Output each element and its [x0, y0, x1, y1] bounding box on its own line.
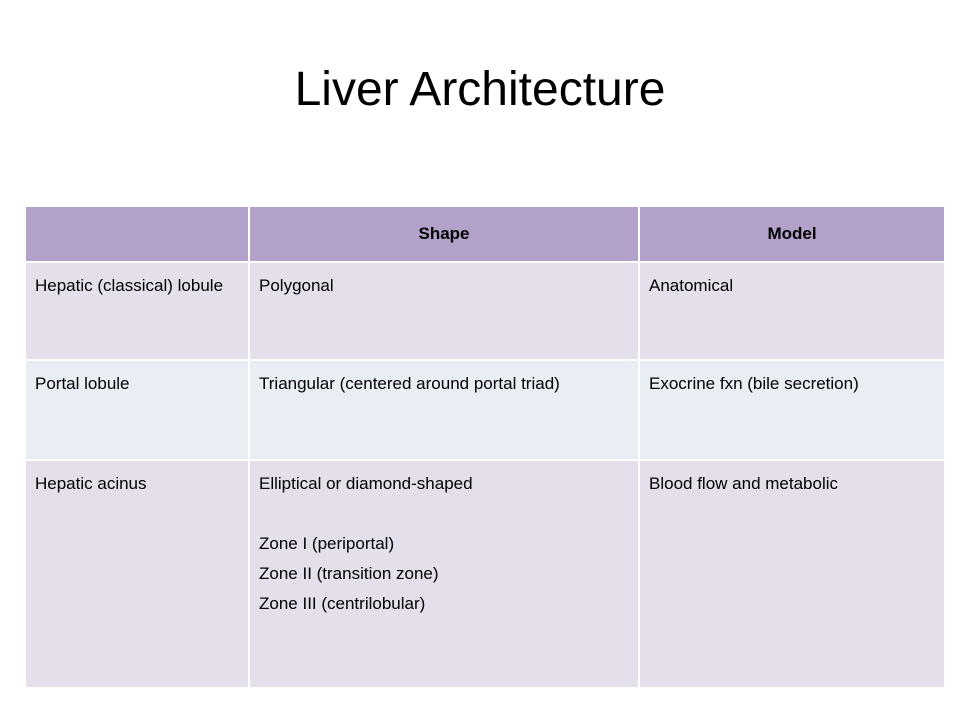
row-name-cell: Hepatic (classical) lobule — [24, 261, 250, 361]
table-row: Hepatic (classical) lobule Polygonal Ana… — [24, 261, 946, 361]
table-row: Hepatic acinus Elliptical or diamond-sha… — [24, 459, 946, 689]
liver-architecture-table: Shape Model Hepatic (classical) lobule P… — [24, 205, 946, 689]
table-row: Portal lobule Triangular (centered aroun… — [24, 359, 946, 461]
row-name-cell: Hepatic acinus — [24, 459, 250, 689]
zone-line: Zone I (periportal) — [259, 534, 395, 553]
table-header-row: Shape Model — [24, 205, 946, 263]
model-cell: Blood flow and metabolic — [638, 459, 946, 689]
shape-line: Elliptical or diamond-shaped — [259, 474, 473, 493]
model-cell: Anatomical — [638, 261, 946, 361]
comparison-table-container: Shape Model Hepatic (classical) lobule P… — [24, 205, 946, 689]
zone-line: Zone II (transition zone) — [259, 564, 439, 583]
shape-line: Triangular (centered around portal triad… — [259, 374, 560, 393]
shape-cell: Triangular (centered around portal triad… — [248, 359, 640, 461]
header-model: Model — [638, 205, 946, 263]
row-name-cell: Portal lobule — [24, 359, 250, 461]
header-empty-cell — [24, 205, 250, 263]
shape-cell: Polygonal — [248, 261, 640, 361]
shape-cell: Elliptical or diamond-shaped Zone I (per… — [248, 459, 640, 689]
shape-line: Polygonal — [259, 276, 334, 295]
header-shape: Shape — [248, 205, 640, 263]
zone-line: Zone III (centrilobular) — [259, 594, 426, 613]
model-cell: Exocrine fxn (bile secretion) — [638, 359, 946, 461]
shape-line-spacer — [259, 499, 629, 529]
slide-title: Liver Architecture — [294, 63, 666, 116]
